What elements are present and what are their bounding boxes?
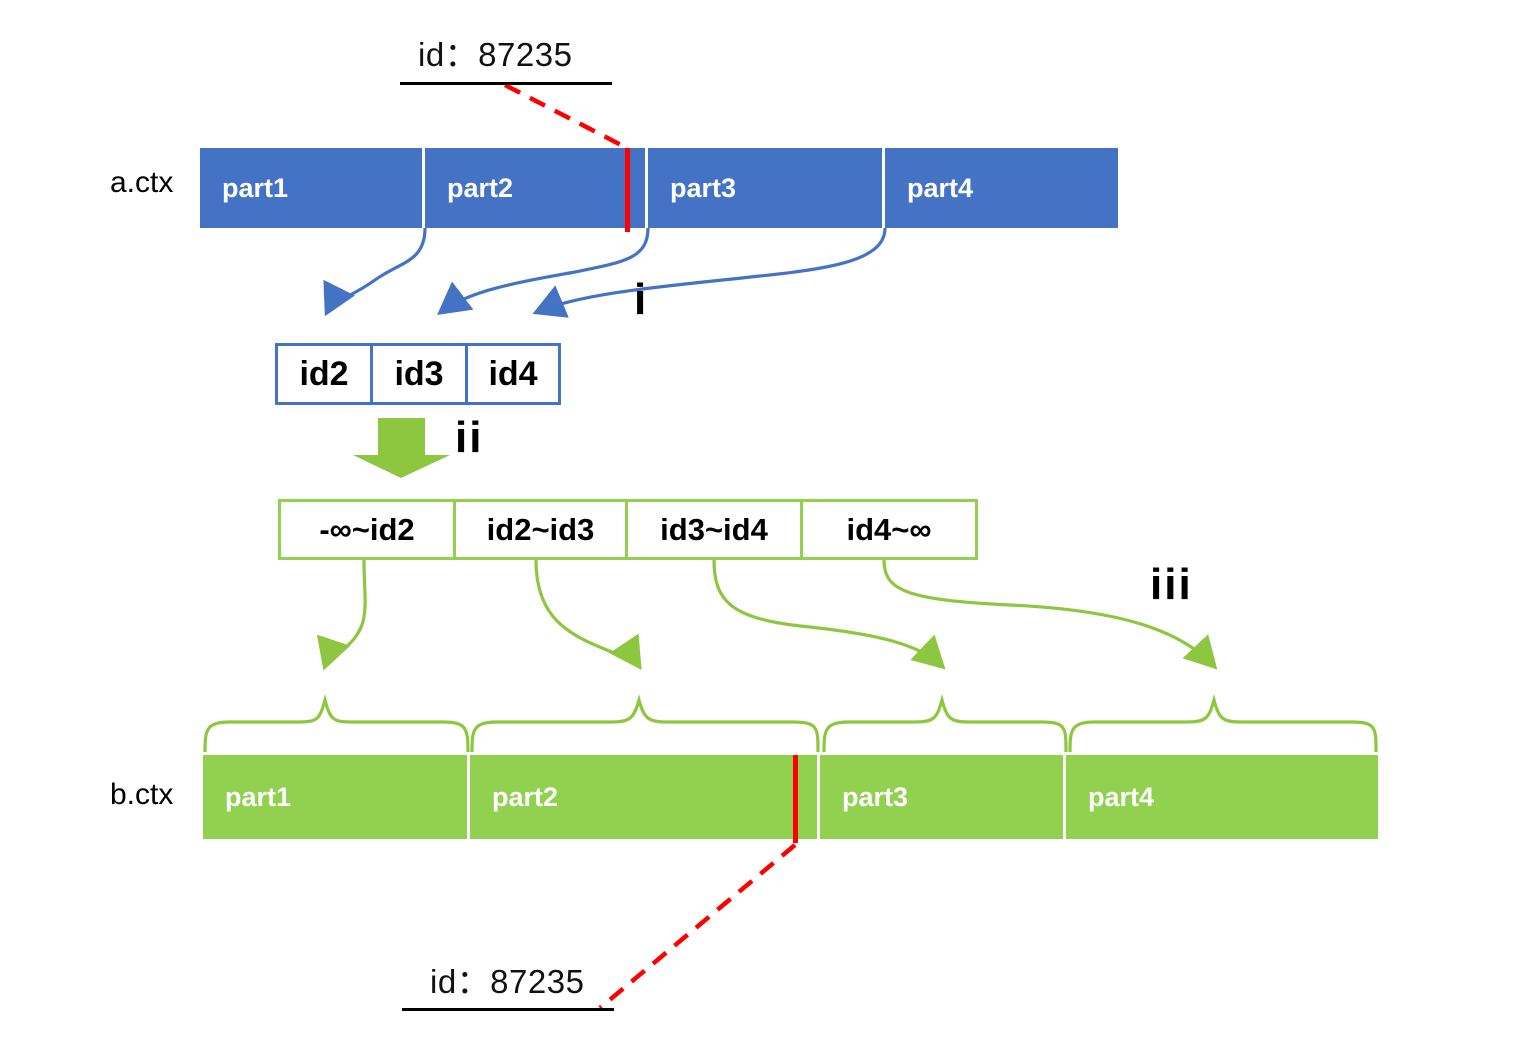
step-ii-numeral: ii [455, 413, 484, 462]
curve-range1-to-part1 [316, 559, 367, 671]
target-bar-label: b.ctx [110, 778, 174, 811]
source-part-1[interactable]: part1 [200, 148, 425, 228]
source-part-2[interactable]: part2 [425, 148, 648, 228]
brace-part2 [470, 694, 820, 753]
bottom-callout-underline [402, 1008, 614, 1011]
range-cell-1[interactable]: -∞~id2 [281, 502, 456, 557]
target-part-2[interactable]: part2 [470, 755, 820, 839]
brace-part4 [1068, 694, 1378, 753]
target-part-4[interactable]: part4 [1066, 755, 1378, 839]
top-callout-underline [400, 82, 612, 85]
target-part-2-label: part2 [492, 781, 559, 812]
source-part-1-label: part1 [222, 172, 289, 203]
step-ii-down-arrow [353, 418, 450, 478]
source-bar-label: a.ctx [110, 166, 174, 199]
target-part-3-label: part3 [842, 781, 909, 812]
split-id-cell-2[interactable]: id3 [373, 346, 468, 402]
source-part-4-label: part4 [907, 172, 974, 203]
step-i-numeral: i [634, 275, 649, 324]
green-part-braces [203, 694, 1378, 753]
target-part-1[interactable]: part1 [203, 755, 470, 839]
source-part-3-label: part3 [670, 172, 737, 203]
bottom-id-callout: id：87235 [430, 963, 585, 1000]
target-part-3[interactable]: part3 [820, 755, 1066, 839]
source-part-2-label: part2 [447, 172, 514, 203]
range-box-group[interactable]: -∞~id2 id2~id3 id3~id4 id4~∞ [278, 499, 978, 560]
target-bar[interactable]: part1 part2 part3 part4 [203, 755, 1378, 839]
step-iii-numeral: iii [1150, 560, 1193, 609]
source-bar[interactable]: part1 part2 part3 part4 [200, 148, 1118, 228]
source-bar-red-marker [625, 148, 630, 232]
curve-range2-to-part2 [534, 559, 642, 670]
source-part-3[interactable]: part3 [648, 148, 885, 228]
split-id-cell-1[interactable]: id2 [278, 346, 373, 402]
blue-connector-curves [323, 227, 887, 318]
split-id-cell-3[interactable]: id4 [488, 354, 538, 393]
curve-range3-to-part3 [712, 559, 946, 670]
top-id-callout: id：87235 [418, 36, 573, 73]
range-cell-2[interactable]: id2~id3 [456, 502, 628, 557]
target-part-4-label: part4 [1088, 781, 1155, 812]
curve-part3-to-id4 [532, 227, 887, 318]
brace-part1 [203, 694, 470, 753]
source-part-4[interactable]: part4 [885, 148, 1118, 228]
top-red-dashed-link [503, 83, 629, 150]
split-id-box-group[interactable]: id2 id3 id4 [275, 343, 561, 405]
target-part-1-label: part1 [225, 781, 292, 812]
green-connector-curves [316, 559, 1218, 671]
curve-part2-to-id3 [437, 227, 650, 315]
range-cell-3[interactable]: id3~id4 [628, 502, 803, 557]
bottom-red-dashed-link [598, 843, 797, 1010]
curve-part1-to-id2 [323, 227, 427, 317]
brace-part3 [822, 694, 1068, 753]
range-cell-4[interactable]: id4~∞ [846, 511, 932, 547]
target-bar-red-marker [793, 755, 798, 843]
